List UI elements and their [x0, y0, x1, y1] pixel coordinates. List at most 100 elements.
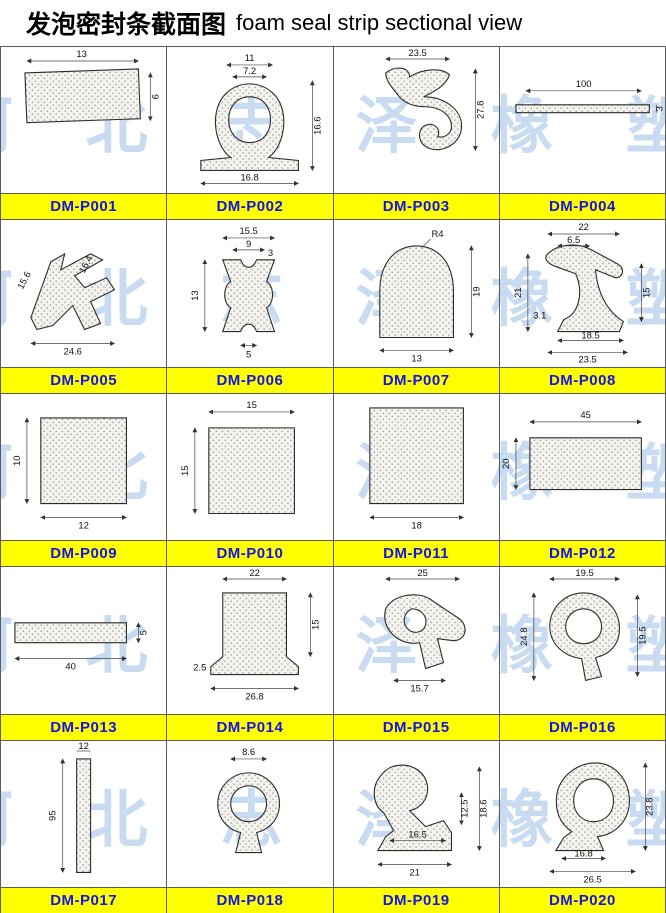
profile-drawing-dm-p012: 45 20 [501, 410, 642, 490]
dim-label: 24.6 [63, 347, 81, 358]
dim-label: 13 [411, 354, 422, 365]
dim-label: 3 [268, 248, 273, 259]
dim-label: 5 [246, 350, 251, 361]
dim-label: 24.8 [519, 628, 530, 646]
dim-label: 19 [471, 287, 482, 298]
dim-label: 23.5 [408, 48, 426, 59]
profile-shape [40, 417, 127, 504]
dim-label: 18.5 [581, 331, 599, 342]
page-title: 发泡密封条截面图 foam seal strip sectional view [0, 0, 666, 46]
profile-drawing-dm-p003: 23.5 27.8 [384, 48, 486, 152]
profile-drawing-dm-p004: 100 3 [515, 79, 665, 114]
part-label-dm-p015: DM-P015 [333, 714, 500, 741]
dim-label: 26.8 [246, 692, 264, 703]
dim-label: 11 [245, 53, 255, 64]
dim-label: 15 [641, 288, 652, 299]
dim-label: 18 [411, 520, 422, 531]
part-label-dm-p013: DM-P013 [1, 714, 168, 741]
dim-label: 15.7 [410, 684, 428, 695]
part-label-dm-p014: DM-P014 [167, 714, 334, 741]
profile-drawing-dm-p020: 23.8 16.8 26.5 [549, 761, 655, 885]
profile-cell-dm-p002: 11 7.2 16.6 16.8 [167, 47, 334, 195]
dim-label: 40 [65, 662, 75, 673]
dim-label: 15.5 [240, 226, 258, 237]
profile-drawing-dm-p006: 15.5 9 3 13 5 [190, 226, 276, 361]
profile-cell-dm-p011: 18 [333, 393, 500, 542]
dim-label: 23.8 [644, 797, 655, 815]
dim-label: 21 [409, 867, 420, 878]
dim-label: 45 [580, 410, 591, 421]
part-label-dm-p020: DM-P020 [499, 887, 666, 913]
dim-label: 3.1 [533, 311, 546, 322]
dim-label: 16.6 [313, 116, 324, 134]
profile-drawing-dm-p010: 15 15 [180, 400, 296, 514]
part-label-dm-p011: DM-P011 [333, 541, 500, 568]
profile-cell-dm-p015: 25 15.7 [333, 567, 500, 715]
profile-drawing-dm-p005: 15.6 16.4 24.6 [16, 253, 116, 358]
dim-label: 25 [417, 568, 428, 579]
profile-cell-dm-p009: 10 12 [1, 393, 168, 542]
dim-label: 10 [12, 455, 23, 466]
profile-shape [373, 764, 452, 851]
part-label-dm-p019: DM-P019 [333, 887, 500, 913]
part-label-dm-p017: DM-P017 [1, 887, 168, 913]
profile-shape [14, 622, 127, 644]
profile-cell-dm-p017: 12 95 [1, 740, 168, 888]
title-english: foam seal strip sectional view [236, 10, 523, 35]
profile-shape [529, 437, 642, 490]
part-label-dm-p002: DM-P002 [167, 194, 334, 221]
dim-label: 13 [76, 49, 86, 60]
dim-label: 12 [78, 741, 89, 752]
dim-label: 22 [250, 568, 261, 579]
profile-drawing-dm-p013: 40 5 [14, 622, 149, 673]
dim-label: 15 [180, 465, 191, 476]
profile-drawing-dm-p011: 18 [368, 407, 464, 531]
dim-label: 6 [150, 94, 161, 99]
profile-shape [545, 244, 624, 333]
dim-label: 5 [138, 630, 149, 635]
profile-cell-dm-p001: 13 6 [1, 47, 168, 195]
part-label-dm-p008: DM-P008 [499, 367, 666, 394]
profile-shape [548, 592, 620, 682]
profile-cell-dm-p016: 19.5 24.8 19.5 [499, 567, 666, 715]
profile-drawing-dm-p016: 19.5 24.8 19.5 [519, 568, 648, 682]
profile-cell-dm-p014: 22 15 2.5 26.8 [167, 567, 334, 715]
profile-cell-dm-p004: 100 3 [499, 47, 666, 195]
dim-label: 18.6 [478, 799, 489, 817]
profile-cell-dm-p010: 15 15 [167, 393, 334, 542]
profile-shape [515, 104, 650, 114]
part-label-dm-p005: DM-P005 [1, 367, 168, 394]
dim-label: 27.8 [475, 101, 486, 119]
dim-label: 19.5 [575, 568, 593, 579]
dim-label: 22 [578, 222, 589, 233]
profile-shape [383, 594, 466, 670]
profile-cell-dm-p003: 23.5 27.8 [333, 47, 500, 195]
part-label-dm-p016: DM-P016 [499, 714, 666, 741]
dim-label: 26.5 [583, 874, 601, 885]
dim-label: 100 [575, 79, 591, 90]
part-label-dm-p010: DM-P010 [167, 541, 334, 568]
profile-cell-dm-p020: 23.8 16.8 26.5 [499, 740, 666, 888]
profile-drawing-dm-p009: 10 12 [12, 417, 127, 531]
profile-shape [208, 427, 296, 514]
profile-shape [210, 592, 300, 676]
dim-label: 95 [48, 810, 59, 821]
dim-label: 8.6 [242, 747, 255, 758]
dim-label: 19.5 [637, 627, 648, 645]
profile-shape [30, 253, 116, 331]
profile-shape [24, 68, 141, 124]
profile-cell-dm-p019: 12.5 18.6 16.5 21 [333, 740, 500, 888]
dim-label: R4 [431, 229, 443, 240]
profile-cell-dm-p006: 15.5 9 3 13 5 [167, 220, 334, 368]
dim-label: 20 [501, 458, 512, 469]
part-label-dm-p003: DM-P003 [333, 194, 500, 221]
part-label-dm-p004: DM-P004 [499, 194, 666, 221]
profile-drawing-dm-p007: R4 19 13 [378, 229, 482, 365]
profile-drawing-dm-p015: 25 15.7 [383, 568, 466, 695]
dim-label: 16.8 [241, 172, 259, 183]
part-label-dm-p001: DM-P001 [1, 194, 168, 221]
part-label-dm-p012: DM-P012 [499, 541, 666, 568]
dim-label: 15 [247, 400, 258, 411]
part-label-dm-p018: DM-P018 [167, 887, 334, 913]
